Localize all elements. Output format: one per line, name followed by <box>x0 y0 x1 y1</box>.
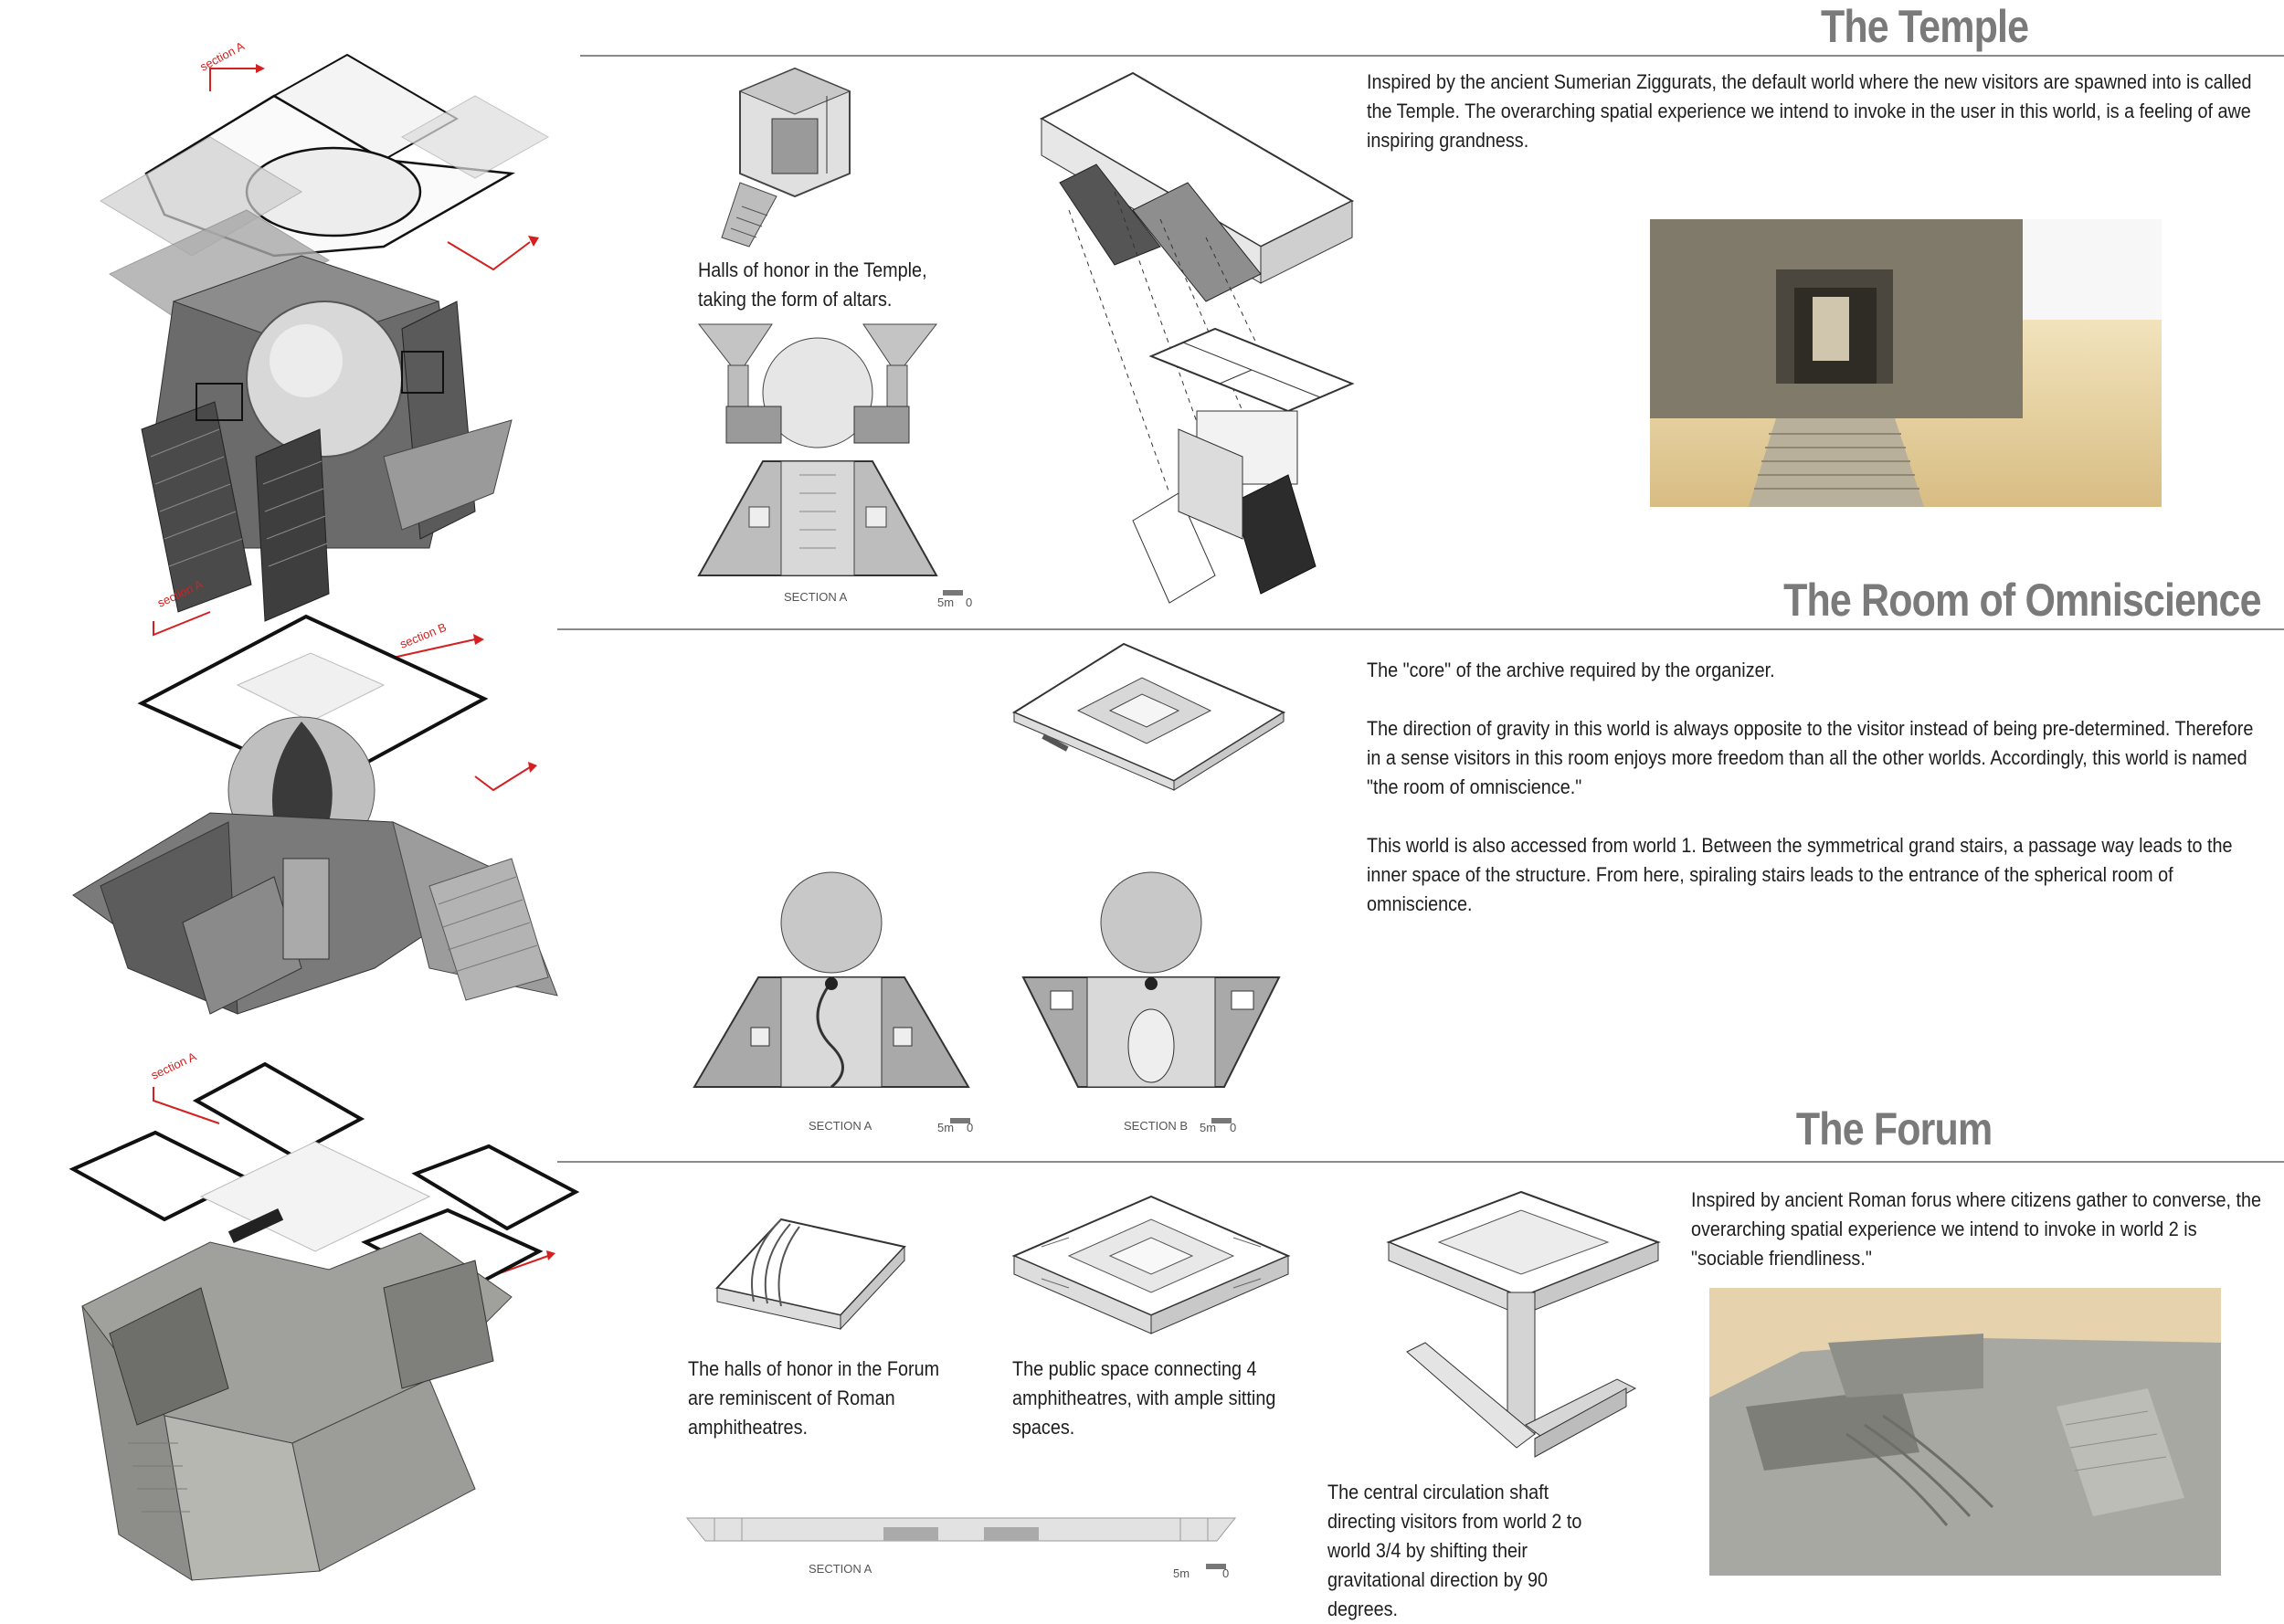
temple-halls-caption-text: Halls of honor in the Temple, taking the… <box>698 258 927 311</box>
omniscience-section-b-drawing <box>1021 871 1281 1088</box>
forum-amphitheatre-axon <box>715 1218 906 1331</box>
omni-scale-b-5m: 5m <box>1200 1121 1217 1134</box>
temple-scale-5m: 5m <box>937 596 955 609</box>
omni-scale-bar-b <box>1211 1118 1232 1123</box>
temple-scale-bar <box>943 590 963 596</box>
omniscience-paragraph-1: The "core" of the archive required by th… <box>1367 659 1775 681</box>
omni-section-b-label: SECTION B <box>1124 1119 1189 1133</box>
omniscience-paragraph-2: The direction of gravity in this world i… <box>1367 717 2254 798</box>
forum-description-text: Inspired by ancient Roman forus where ci… <box>1691 1188 2262 1270</box>
omni-scale-a-5m: 5m <box>937 1121 955 1134</box>
temple-render-image <box>1650 219 2162 507</box>
forum-scale-5m: 5m <box>1173 1566 1190 1580</box>
temple-description: Inspired by the ancient Sumerian Ziggura… <box>1367 68 2255 155</box>
forum-shaft-caption: The central circulation shaft directing … <box>1327 1478 1592 1624</box>
forum-divider <box>557 1161 2284 1163</box>
omniscience-plan-axon <box>1011 642 1286 791</box>
forum-section-a-label: SECTION A <box>809 1562 872 1576</box>
forum-title: The Forum <box>1795 1103 1993 1155</box>
temple-exploded-axon: section A <box>100 38 550 622</box>
temple-title: The Temple <box>1820 1 2029 52</box>
temple-section-a-label: SECTION A <box>784 590 848 604</box>
omniscience-description: The "core" of the archive required by th… <box>1367 656 2255 948</box>
temple-divider <box>580 55 2284 57</box>
omniscience-paragraph-3: This world is also accessed from world 1… <box>1367 834 2233 915</box>
omniscience-exploded-axon: section A section B <box>72 577 558 1015</box>
forum-public-caption: The public space connecting 4 amphitheat… <box>1012 1355 1282 1442</box>
temple-scale-0: 0 <box>966 596 973 609</box>
temple-altar-axon <box>721 67 851 248</box>
omniscience-title: The Room of Omniscience <box>1783 575 2261 626</box>
forum-shaft-caption-text: The central circulation shaft directing … <box>1327 1481 1582 1620</box>
forum-halls-caption-text: The halls of honor in the Forum are remi… <box>688 1357 940 1439</box>
temple-section-a-drawing <box>697 323 938 576</box>
forum-exploded-axon: section A <box>69 1049 580 1582</box>
omniscience-divider <box>557 628 2284 630</box>
forum-public-caption-text: The public space connecting 4 amphitheat… <box>1012 1357 1276 1439</box>
forum-render-image <box>1709 1288 2221 1576</box>
forum-halls-caption: The halls of honor in the Forum are remi… <box>688 1355 957 1442</box>
temple-description-text: Inspired by the ancient Sumerian Ziggura… <box>1367 70 2252 152</box>
omni-section-a-label: SECTION A <box>809 1119 872 1133</box>
forum-circulation-shaft-axon <box>1386 1190 1661 1458</box>
forum-scale-bar <box>1206 1564 1226 1569</box>
omni-scale-bar-a <box>950 1118 970 1123</box>
forum-section-a-drawing <box>685 1517 1237 1542</box>
omni-scale-b-0: 0 <box>1230 1121 1237 1134</box>
omni-scale-a-0: 0 <box>967 1121 974 1134</box>
forum-scale-0: 0 <box>1222 1566 1230 1580</box>
temple-halls-exploded-axon <box>1039 71 1355 604</box>
omniscience-section-a-drawing <box>693 871 970 1089</box>
temple-halls-caption: Halls of honor in the Temple, taking the… <box>698 256 931 314</box>
forum-description: Inspired by ancient Roman forus where ci… <box>1691 1186 2262 1273</box>
forum-public-space-axon <box>1011 1195 1291 1334</box>
